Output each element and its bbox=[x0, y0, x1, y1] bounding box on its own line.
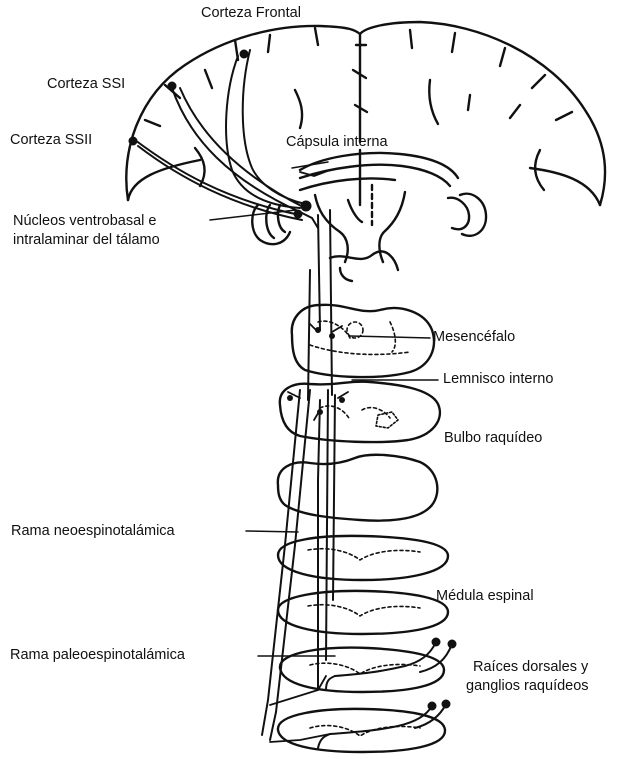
upper-spinal-slice bbox=[278, 455, 438, 521]
spinal-slice-3 bbox=[280, 648, 444, 692]
label-medulla-oblongata: Bulbo raquídeo bbox=[444, 429, 542, 448]
ascending-tracts bbox=[262, 210, 335, 740]
label-paleospinothalamic-branch: Rama paleoespinotalámica bbox=[10, 646, 185, 665]
label-internal-capsule: Cápsula interna bbox=[286, 133, 388, 152]
label-frontal-cortex: Corteza Frontal bbox=[201, 4, 301, 23]
label-spinal-cord: Médula espinal bbox=[436, 587, 534, 606]
spinal-slice-2 bbox=[278, 591, 448, 634]
label-midbrain: Mesencéfalo bbox=[433, 328, 515, 347]
label-dorsal-roots-line1: Raíces dorsales y bbox=[473, 658, 588, 677]
label-leader-lines bbox=[210, 162, 438, 656]
label-medial-lemniscus: Lemnisco interno bbox=[443, 370, 553, 389]
label-ssii-cortex: Corteza SSII bbox=[10, 131, 92, 150]
label-dorsal-roots-line2: ganglios raquídeos bbox=[466, 677, 589, 696]
medulla-slice bbox=[280, 382, 440, 442]
label-thalamic-nuclei-line2: intralaminar del tálamo bbox=[13, 231, 160, 250]
label-thalamic-nuclei-line1: Núcleos ventrobasal e bbox=[13, 212, 156, 231]
spinal-slice-1 bbox=[278, 536, 448, 580]
label-ssi-cortex: Corteza SSI bbox=[47, 75, 125, 94]
dorsal-root-fibers bbox=[270, 642, 452, 748]
midbrain-slice bbox=[292, 305, 434, 377]
label-neospinothalamic-branch: Rama neoespinotalámica bbox=[11, 522, 175, 541]
